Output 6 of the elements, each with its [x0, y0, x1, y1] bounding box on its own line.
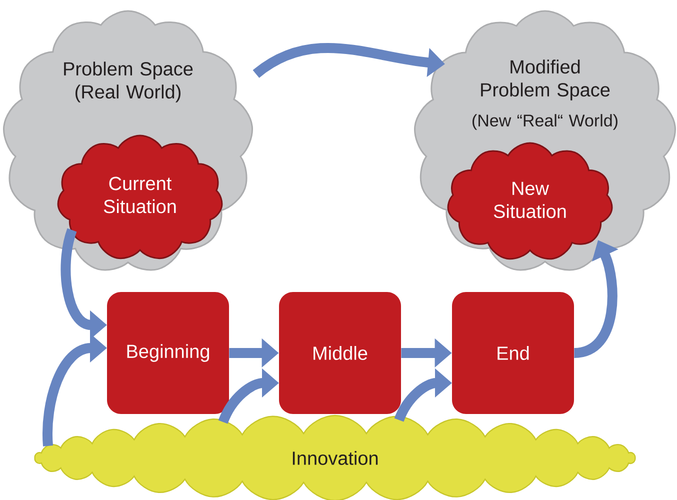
- process-box: Middle: [279, 292, 401, 414]
- cloud: New Situation: [447, 142, 613, 260]
- cloud: Current Situation: [57, 134, 223, 260]
- process-box: End: [452, 292, 574, 414]
- cloud: Innovation: [34, 414, 636, 500]
- process-box: Beginning: [107, 292, 229, 414]
